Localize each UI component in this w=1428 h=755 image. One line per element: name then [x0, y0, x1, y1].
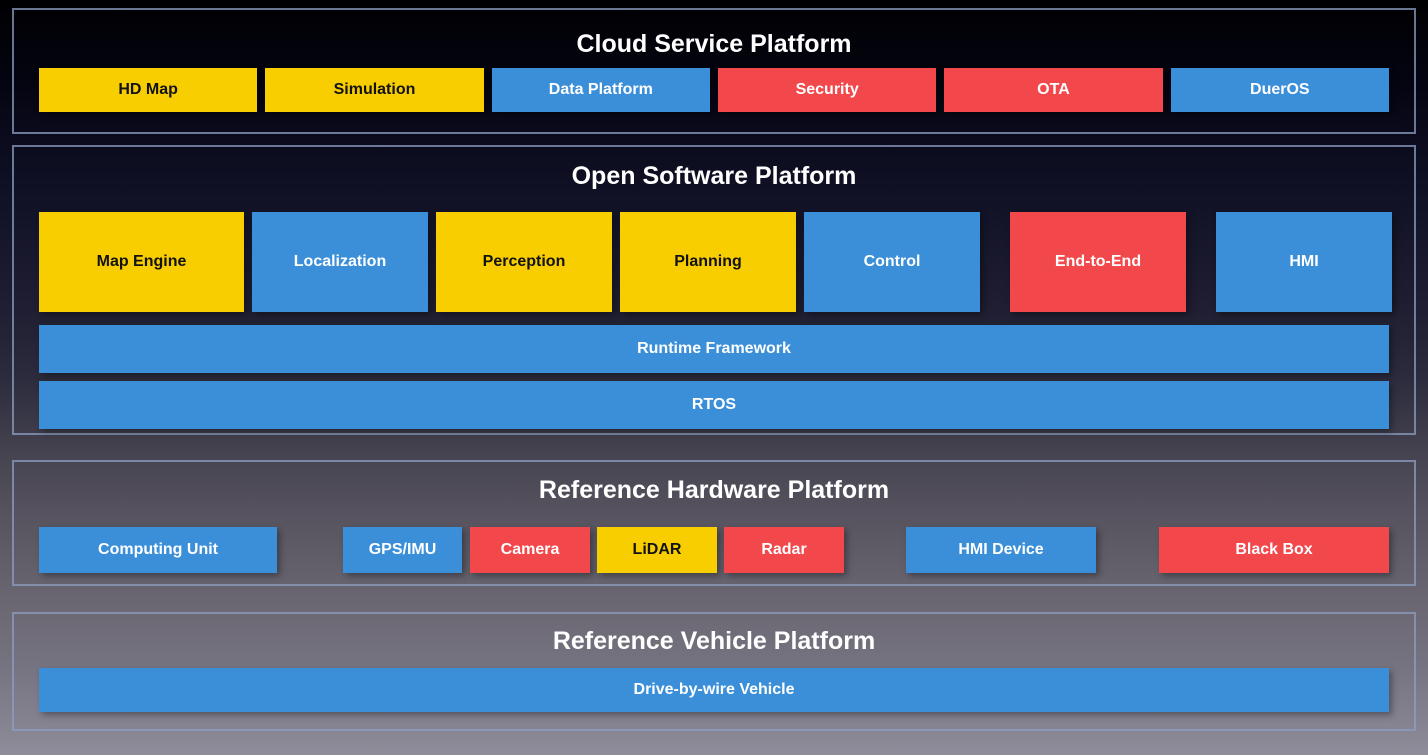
module-end-to-end: End-to-End [1010, 212, 1186, 312]
module-radar: Radar [724, 527, 844, 573]
module-map-engine: Map Engine [39, 212, 244, 312]
section-cloud-service-platform: Cloud Service Platform HD Map Simulation… [12, 8, 1416, 134]
module-hmi: HMI [1216, 212, 1392, 312]
module-dueros: DuerOS [1170, 68, 1389, 112]
section-title-cloud-service-platform: Cloud Service Platform [576, 30, 852, 58]
module-data-platform: Data Platform [491, 68, 710, 112]
hardware-modules-row: Computing Unit GPS/IMU Camera LiDAR Rada… [39, 527, 1389, 573]
module-simulation: Simulation [265, 68, 484, 112]
module-perception: Perception [436, 212, 612, 312]
module-planning: Planning [620, 212, 796, 312]
section-title-reference-vehicle-platform: Reference Vehicle Platform [552, 627, 876, 655]
module-lidar: LiDAR [597, 527, 717, 573]
module-ota: OTA [944, 68, 1163, 112]
module-gps-imu: GPS/IMU [343, 527, 462, 573]
module-black-box: Black Box [1159, 527, 1389, 573]
software-modules-row: Map Engine Localization Perception Plann… [39, 212, 1392, 312]
module-security: Security [717, 68, 937, 112]
bar-runtime-framework: Runtime Framework [39, 325, 1389, 373]
section-reference-vehicle-platform: Reference Vehicle Platform Drive-by-wire… [12, 612, 1416, 731]
section-title-open-software-platform: Open Software Platform [571, 162, 857, 190]
section-title-reference-hardware-platform: Reference Hardware Platform [538, 476, 890, 504]
module-hd-map: HD Map [39, 68, 258, 112]
section-reference-hardware-platform: Reference Hardware Platform Computing Un… [12, 460, 1416, 586]
module-camera: Camera [470, 527, 590, 573]
module-control: Control [804, 212, 980, 312]
bar-rtos: RTOS [39, 381, 1389, 429]
module-localization: Localization [252, 212, 428, 312]
cloud-modules-row: HD Map Simulation Data Platform Security… [39, 68, 1389, 112]
bar-drive-by-wire-vehicle: Drive-by-wire Vehicle [39, 668, 1389, 712]
module-computing-unit: Computing Unit [39, 527, 277, 573]
module-hmi-device: HMI Device [906, 527, 1096, 573]
section-open-software-platform: Open Software Platform Map Engine Locali… [12, 145, 1416, 435]
